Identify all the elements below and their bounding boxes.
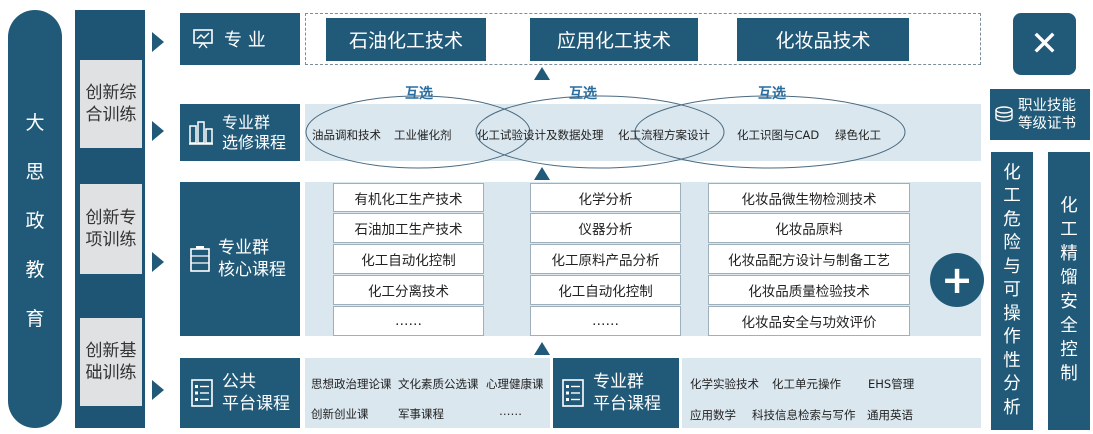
public-course-band	[305, 358, 550, 428]
certificate-line2: 等级证书	[1018, 115, 1076, 132]
majors-dashed-frame	[305, 13, 981, 65]
up-arrow-icon	[534, 167, 550, 180]
public-platform-label-block: 公共 平台课程	[180, 358, 300, 428]
pillar-char: 政	[25, 209, 45, 232]
group-platform-course: 化工单元操作	[772, 377, 841, 391]
pillar-char: 思	[25, 160, 45, 183]
major-applied-chemical: 应用化工技术	[530, 18, 698, 61]
certificate-line1: 职业技能	[1018, 97, 1076, 114]
elective-label-line2: 选修课程	[222, 132, 287, 152]
public-course: 心理健康课	[486, 377, 544, 391]
elective-course: 绿色化工	[835, 128, 881, 142]
core-label-line1: 专业群	[218, 238, 269, 258]
core-course-cell: 有机化工生产技术	[333, 183, 484, 212]
elective-label-line1: 专业群	[222, 112, 271, 132]
hazard-operability-analysis: 化工 危险 与可 操作 性分 析	[991, 152, 1033, 430]
elective-course: 化工试验设计及数据处理	[477, 128, 604, 142]
public-label-line1: 公共	[222, 372, 256, 392]
core-course-cell: 化妆品质量检验技术	[708, 275, 910, 305]
up-arrow-icon	[534, 67, 550, 80]
public-course: ……	[499, 404, 522, 418]
public-course: 创新创业课	[311, 407, 369, 421]
mutual-selection-label: 互选	[569, 86, 597, 102]
mutual-selection-ovals	[305, 95, 906, 169]
core-course-cell: ……	[333, 306, 484, 336]
public-course: 思想政治理论课	[311, 377, 392, 391]
up-arrow-icon	[534, 342, 550, 355]
chevron-right-icon	[152, 380, 164, 400]
innovation-basic-training: 创新基础训练	[80, 318, 142, 406]
elective-label-block: 专业群 选修课程	[180, 104, 300, 161]
list-document-icon	[562, 379, 584, 407]
group-platform-label-block: 专业群 平台课程	[553, 358, 679, 428]
group-platform-course: EHS管理	[868, 377, 915, 391]
major-cosmetics: 化妆品技术	[737, 18, 909, 61]
elective-course: 工业催化剂	[394, 128, 452, 142]
skill-certificate-block: 职业技能 等级证书	[990, 89, 1090, 140]
core-course-cell: 化妆品配方设计与制备工艺	[708, 244, 910, 274]
core-course-cell: 化工自动化控制	[333, 244, 484, 274]
chevron-right-icon	[152, 32, 164, 52]
presentation-board-icon	[193, 29, 213, 49]
group-platform-course: 科技信息检索与写作	[752, 408, 856, 422]
core-course-cell: 仪器分析	[530, 213, 681, 243]
group-platform-label-line1: 专业群	[593, 372, 644, 392]
public-course: 文化素质公选课	[398, 377, 479, 391]
public-label-line2: 平台课程	[222, 394, 290, 414]
group-platform-course-band	[682, 358, 981, 428]
core-course-cell: 化工分离技术	[333, 275, 484, 305]
group-platform-course: 通用英语	[867, 408, 913, 422]
innovation-comprehensive-training: 创新综合训练	[80, 60, 142, 148]
innovation-special-training: 创新专项训练	[80, 184, 142, 274]
mutual-selection-label: 互选	[405, 86, 433, 102]
core-course-cell: 化妆品微生物检测技术	[708, 183, 910, 212]
core-course-cell: 化工自动化控制	[530, 275, 681, 305]
pillar-char: 育	[25, 307, 45, 330]
elective-course: 油品调和技术	[312, 128, 381, 142]
group-platform-course: 化学实验技术	[690, 377, 759, 391]
mutual-selection-label: 互选	[758, 86, 786, 102]
plus-icon: +	[930, 253, 984, 307]
core-course-cell: 化学分析	[530, 183, 681, 212]
ideological-education-pillar: 大 思 政 教 育	[8, 10, 62, 428]
pillar-char: 大	[25, 111, 45, 134]
group-platform-course: 应用数学	[690, 408, 736, 422]
chevron-right-icon	[152, 252, 164, 272]
major-label: 专 业	[224, 30, 266, 51]
list-document-icon	[191, 379, 213, 407]
coins-stack-icon	[995, 105, 1013, 122]
elective-course-band	[305, 104, 981, 161]
distillation-safety-control: 化工 精馏 安全 控制	[1048, 152, 1090, 430]
chevron-right-icon	[152, 121, 164, 141]
battery-icon	[190, 246, 210, 272]
core-course-cell: 化工原料产品分析	[530, 244, 681, 274]
x-mark-icon: ✕	[1013, 13, 1076, 75]
core-course-cell: 化妆品安全与功效评价	[708, 306, 910, 336]
elective-course: 化工流程方案设计	[618, 128, 710, 142]
elective-course: 化工识图与CAD	[737, 128, 820, 142]
buildings-icon	[189, 120, 213, 145]
public-course: 军事课程	[398, 407, 444, 421]
core-course-cell: ……	[530, 306, 681, 336]
core-label-line2: 核心课程	[218, 260, 286, 280]
core-course-cell: 化妆品原料	[708, 213, 910, 243]
major-petroleum-chemical: 石油化工技术	[326, 18, 486, 61]
core-course-cell: 石油加工生产技术	[333, 213, 484, 243]
major-label-block: 专 业	[180, 13, 300, 65]
core-label-block: 专业群 核心课程	[180, 182, 300, 336]
pillar-char: 教	[25, 258, 45, 281]
group-platform-label-line2: 平台课程	[593, 394, 661, 414]
